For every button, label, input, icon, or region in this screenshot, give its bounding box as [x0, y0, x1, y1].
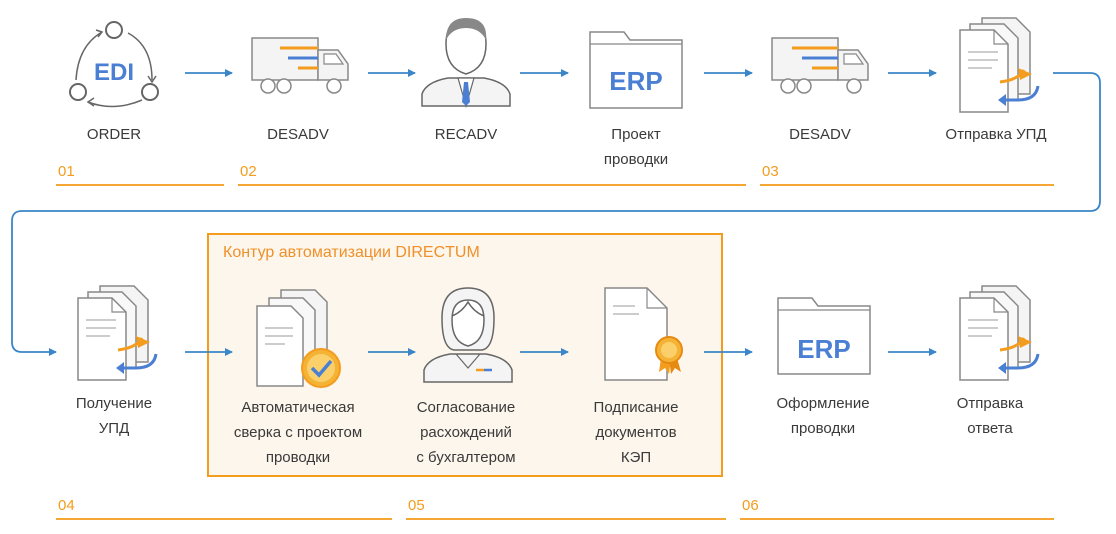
accountant-woman-icon: [423, 287, 513, 383]
document-exchange-icon: [959, 285, 1040, 381]
step-label: DESADV: [267, 126, 329, 143]
step-label: RECADV: [434, 126, 498, 143]
step-underline: [56, 518, 392, 520]
signed-document-icon: [604, 287, 683, 381]
step-label: ORDER: [86, 126, 142, 143]
step-label: Оформление проводки: [776, 395, 870, 437]
step-underline: [238, 184, 746, 186]
document-exchange-icon: [77, 285, 158, 381]
businessman-icon: [421, 18, 511, 109]
erp-folder-icon: ERP: [589, 31, 683, 109]
step-underline: [740, 518, 1054, 520]
step-label: Согласование расхождений с бухгалтером: [416, 399, 516, 466]
step-label: Подписание документов КЭП: [593, 399, 679, 466]
step-label: Получение УПД: [75, 395, 153, 437]
step-underline: [760, 184, 1054, 186]
step-number: 02: [240, 163, 257, 180]
edi-cycle-icon: EDI: [69, 21, 159, 108]
contour-title: Контур автоматизации DIRECTUM: [223, 244, 480, 261]
step-number: 04: [58, 497, 75, 514]
truck-icon: [771, 37, 869, 94]
step-number: 01: [58, 163, 75, 180]
step-underline: [406, 518, 726, 520]
step-number: 06: [742, 497, 759, 514]
step-label: DESADV: [789, 126, 851, 143]
step-label: Проект проводки: [603, 126, 669, 168]
step-label: Автоматическая сверка с проектом проводк…: [233, 399, 363, 466]
edi-icon-text: EDI: [94, 59, 134, 86]
step-label: Отправка УПД: [945, 126, 1047, 143]
documents-check-icon: [256, 289, 341, 388]
step-number: 05: [408, 497, 425, 514]
step-label: Отправка ответа: [956, 395, 1024, 437]
step-underline: [56, 184, 224, 186]
truck-icon: [251, 37, 349, 94]
step-number: 03: [762, 163, 779, 180]
erp-folder-icon: ERP: [777, 297, 871, 375]
document-exchange-icon: [959, 17, 1040, 113]
arrow-connector-row1-row2: [11, 72, 1101, 356]
erp-icon-text: ERP: [797, 334, 850, 364]
erp-icon-text: ERP: [609, 66, 662, 96]
